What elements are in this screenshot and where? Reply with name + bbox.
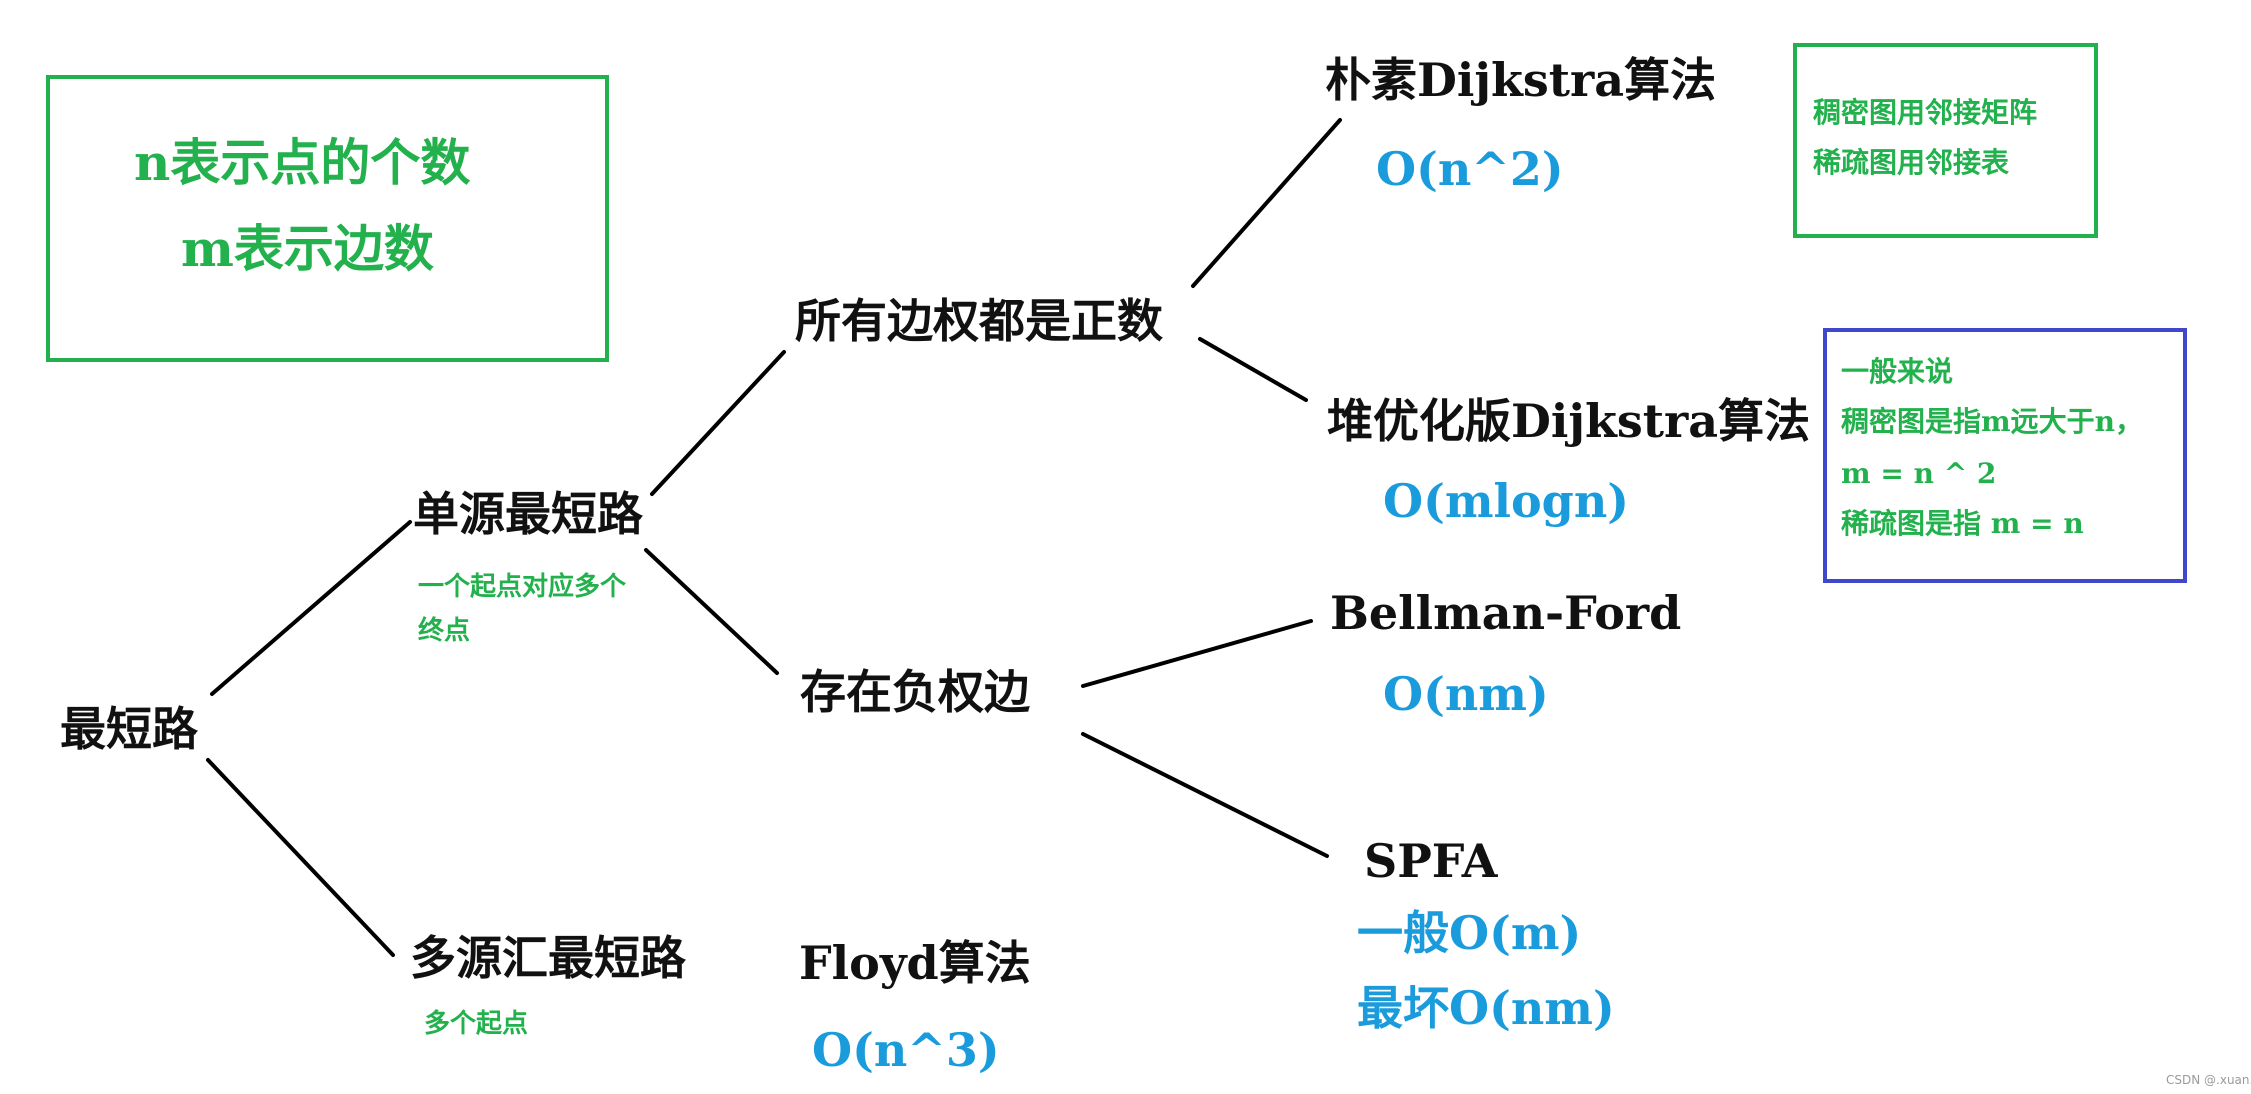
- def-dense-formula: m = n ^ 2: [1841, 457, 1997, 490]
- cx-naive-dijkstra: O(n^2): [1376, 142, 1564, 196]
- node-heap-dijkstra: 堆优化版Dijkstra算法: [1327, 394, 1811, 448]
- cx-spfa-worst: 最坏O(nm): [1357, 981, 1615, 1035]
- storage-tip-box: [1793, 43, 2098, 238]
- tip-dense-storage: 稠密图用邻接矩阵: [1813, 96, 2038, 129]
- note-single-source-1: 一个起点对应多个: [418, 572, 627, 602]
- node-multi-source: 多源汇最短路: [410, 931, 686, 985]
- node-single-source: 单源最短路: [413, 487, 643, 541]
- tip-sparse-storage: 稀疏图用邻接表: [1813, 146, 2010, 179]
- edge-negative-bellman: [1081, 619, 1313, 688]
- edge-positive-naive: [1191, 118, 1342, 288]
- node-naive-dijkstra: 朴素Dijkstra算法: [1325, 53, 1717, 107]
- note-multi-source: 多个起点: [424, 1009, 529, 1039]
- node-floyd: Floyd算法: [799, 936, 1031, 990]
- node-bellman-ford: Bellman-Ford: [1330, 586, 1682, 640]
- edge-single-negative: [644, 548, 779, 675]
- legend-edges-text: m表示边数: [181, 219, 434, 278]
- edge-root-single: [210, 520, 412, 696]
- cx-bellman-ford: O(nm): [1383, 667, 1549, 721]
- node-shortest-path: 最短路: [60, 702, 198, 756]
- node-all-positive: 所有边权都是正数: [795, 294, 1163, 348]
- def-generally: 一般来说: [1841, 355, 1954, 388]
- edge-positive-heap: [1198, 337, 1308, 402]
- edge-single-positive: [650, 350, 786, 496]
- watermark: CSDN @.xuan.: [2166, 1073, 2251, 1087]
- cx-heap-dijkstra: O(mlogn): [1383, 474, 1630, 528]
- def-dense: 稠密图是指m远大于n，: [1841, 405, 2143, 438]
- cx-spfa-average: 一般O(m): [1357, 906, 1582, 960]
- node-spfa: SPFA: [1364, 834, 1498, 888]
- edge-root-multi: [206, 758, 395, 957]
- def-sparse: 稀疏图是指 m = n: [1841, 507, 2084, 540]
- node-negative-edge: 存在负权边: [800, 665, 1030, 719]
- definition-box: [1823, 328, 2187, 583]
- legend-box: [46, 75, 609, 362]
- legend-points-text: n表示点的个数: [134, 133, 471, 192]
- note-single-source-2: 终点: [418, 616, 471, 646]
- edge-negative-spfa: [1081, 732, 1329, 858]
- cx-floyd: O(n^3): [812, 1023, 1000, 1077]
